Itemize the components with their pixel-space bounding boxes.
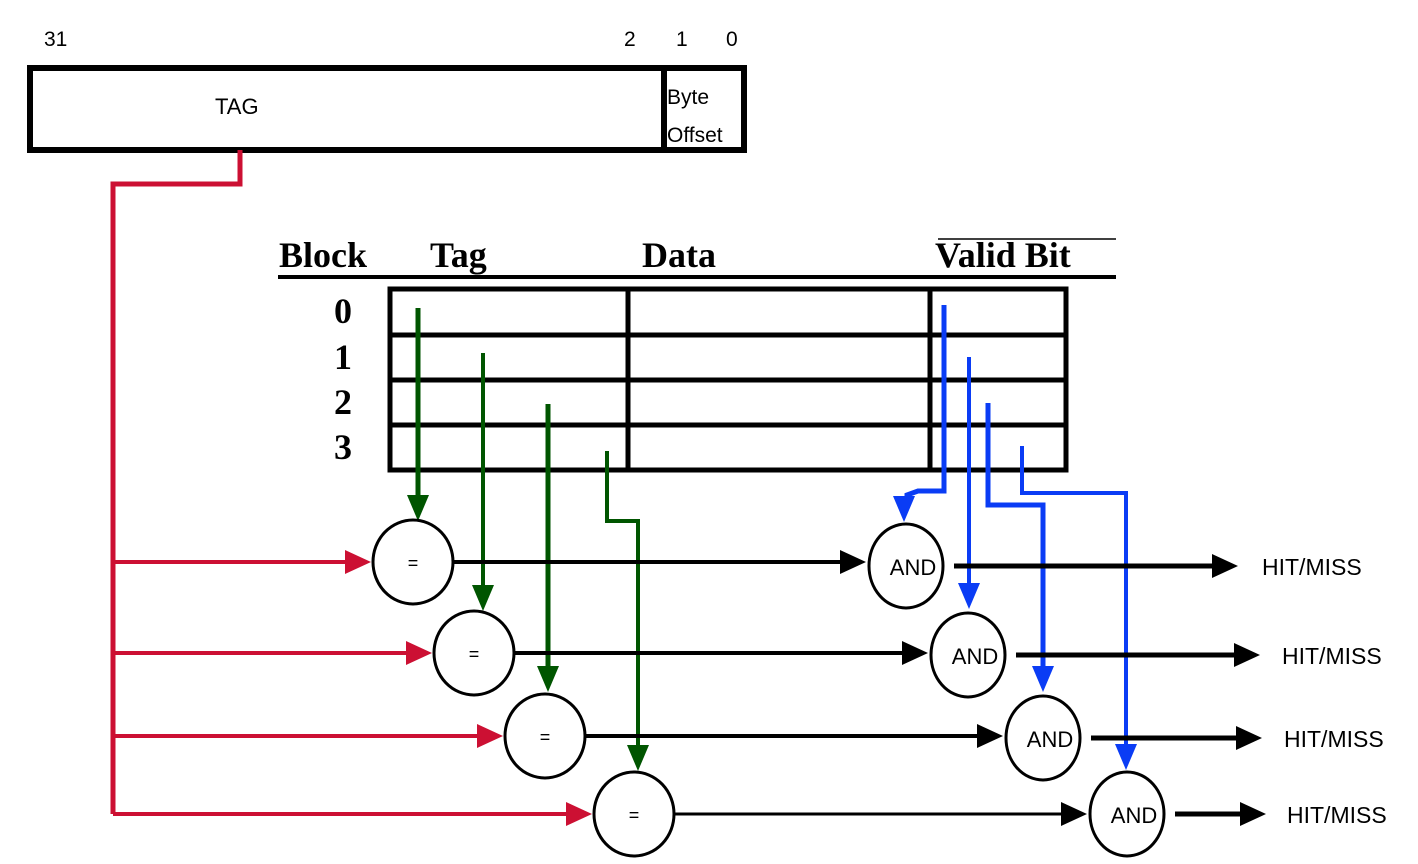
comparator-arrow-icon [902, 641, 928, 665]
comparator-label: = [469, 644, 480, 664]
data-cell [625, 286, 933, 338]
tag-cell [387, 332, 631, 383]
hit-miss-label: HIT/MISS [1262, 554, 1362, 580]
byte-offset-label-line1: Byte [667, 86, 709, 109]
stored-tag-arrow-icon [472, 585, 494, 611]
and-gate: AND HIT/MISS [867, 522, 1362, 610]
comparator-circle [432, 609, 516, 697]
address-format: 31 2 1 0 TAG Byte Offset [27, 28, 747, 153]
and-label: AND [890, 555, 936, 580]
byte-offset-label-line2: Offset [667, 124, 723, 147]
hit-miss-label: HIT/MISS [1282, 643, 1382, 669]
data-cell [625, 332, 933, 383]
tag-arrow-icon [566, 802, 592, 826]
comparator-circle [503, 692, 587, 780]
comparator-gate: = [592, 770, 676, 858]
valid-bit-arrow-icon [1115, 744, 1137, 770]
tag-field-label: TAG [215, 94, 259, 119]
stored-tag-arrow-icon [537, 666, 559, 692]
tag-cell [387, 377, 631, 428]
valid-bit-cell [927, 422, 1069, 473]
comparator-arrow-icon [977, 724, 1003, 748]
tag-arrow-icon [477, 724, 503, 748]
valid-bit-arrow-icon [1032, 666, 1054, 692]
and-gate: AND HIT/MISS [1088, 770, 1387, 858]
data-cell [625, 422, 933, 473]
block-number: 0 [334, 291, 352, 331]
comparator-label: = [408, 553, 419, 573]
and-gate: AND HIT/MISS [1004, 694, 1384, 782]
comparator-gate: = [432, 609, 516, 697]
valid-bit-cell [927, 286, 1069, 338]
and-circle [1004, 694, 1082, 782]
and-gate: AND HIT/MISS [929, 611, 1382, 699]
tag-cell [387, 422, 631, 473]
bit-label-2: 2 [624, 28, 636, 51]
and-circle [867, 522, 945, 610]
block-number: 3 [334, 427, 352, 467]
and-label: AND [952, 644, 998, 669]
hit-miss-label: HIT/MISS [1284, 726, 1384, 752]
output-arrow-icon [1212, 554, 1238, 578]
table-row: 1 [334, 332, 1069, 383]
valid-bit-cell [927, 332, 1069, 383]
bit-label-31: 31 [44, 28, 67, 51]
comparator-circle [592, 770, 676, 858]
header-block: Block [279, 235, 367, 275]
tag-arrow-icon [345, 550, 371, 574]
header-valid-bit: Valid Bit [935, 235, 1071, 275]
comparator-label: = [629, 805, 640, 825]
stored-tag-arrow-icon [407, 495, 429, 521]
comparator-gate: = [503, 692, 587, 780]
header-data: Data [642, 235, 716, 275]
tag-arrow-icon [406, 641, 432, 665]
comparator-arrow-icon [840, 550, 866, 574]
and-circle [1088, 770, 1166, 858]
tag-cell [387, 286, 631, 338]
block-number: 1 [334, 337, 352, 377]
stored-tag-wire [605, 451, 640, 746]
output-arrow-icon [1240, 802, 1266, 826]
tag-field [27, 65, 667, 153]
valid-bit-cell [927, 377, 1069, 428]
and-circle [929, 611, 1007, 699]
and-label: AND [1027, 727, 1073, 752]
data-cell [625, 377, 933, 428]
byte-offset-field [661, 65, 747, 153]
header-tag: Tag [430, 235, 487, 275]
bit-label-1: 1 [676, 28, 688, 51]
valid-bit-wire [985, 403, 1046, 670]
hit-miss-label: HIT/MISS [1287, 802, 1387, 828]
cache-table-rows: 0 1 2 3 [334, 286, 1069, 473]
bit-label-0: 0 [726, 28, 738, 51]
valid-bit-wire [1020, 446, 1128, 748]
comparator-arrow-icon [1061, 802, 1087, 826]
output-arrow-icon [1234, 643, 1260, 667]
comparator-circle [371, 518, 455, 606]
wires [110, 150, 1266, 826]
stored-tag-arrow-icon [627, 745, 649, 771]
comparator-label: = [540, 727, 551, 747]
comparator-gate: = [371, 518, 455, 606]
table-row: 3 [334, 422, 1069, 473]
valid-bit-arrow-icon [958, 583, 980, 609]
table-row: 2 [334, 377, 1069, 428]
valid-bit-arrow-icon [893, 496, 915, 522]
cache-table-header: Block Tag Data Valid Bit [278, 235, 1116, 279]
output-arrow-icon [1236, 726, 1262, 750]
tag-bus-wire [110, 150, 243, 814]
table-row: 0 [334, 286, 1069, 338]
block-number: 2 [334, 382, 352, 422]
and-label: AND [1111, 803, 1157, 828]
